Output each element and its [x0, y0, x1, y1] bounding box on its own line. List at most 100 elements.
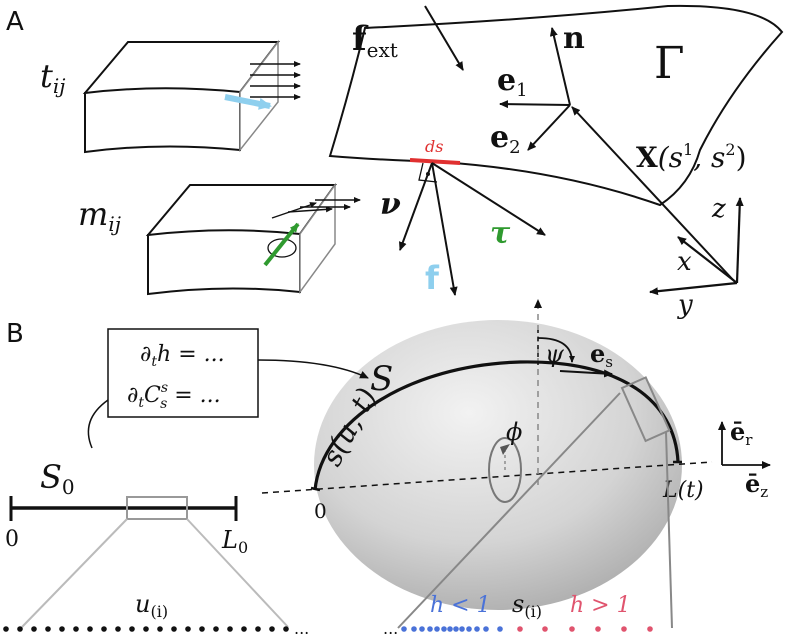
- deformed-point: [434, 626, 440, 632]
- moment-label: mij: [78, 195, 121, 236]
- material-point: [199, 626, 205, 632]
- material-point: [143, 626, 149, 632]
- deformed-point: [459, 626, 465, 632]
- es-arrow: [559, 369, 613, 378]
- phi-rotation: [488, 437, 522, 503]
- deformed-point: [483, 626, 489, 632]
- zoom-box-curve: [620, 376, 671, 443]
- nu-arrow: [399, 162, 433, 251]
- es-label: es: [590, 339, 613, 371]
- contour-end-tick-left: [310, 486, 321, 492]
- material-point: [59, 626, 65, 632]
- material-point: [115, 626, 121, 632]
- material-point: [17, 626, 23, 632]
- phi-arrow: [500, 444, 510, 455]
- tension-block: [82, 39, 301, 154]
- phi-label: ϕ: [506, 418, 522, 446]
- fext-arrow: [424, 5, 464, 71]
- zoom-box-reference: [126, 496, 188, 520]
- material-point: [269, 626, 275, 632]
- tau-arrow: [431, 162, 546, 236]
- deformed-point: [474, 626, 480, 632]
- panel-b-label: B: [6, 319, 24, 349]
- position-label: X(s1, s2): [636, 140, 747, 174]
- symmetry-axis-horizontal: [261, 461, 713, 494]
- deformed-point: [427, 626, 433, 632]
- zoom-line-reference-right: [186, 518, 289, 628]
- deformed-point: [542, 626, 548, 632]
- material-point: [185, 626, 191, 632]
- uniform-points: [3, 626, 289, 632]
- deformed-point: [453, 626, 459, 632]
- zero-right-label: 0: [314, 499, 327, 523]
- tension-label: tij: [40, 57, 65, 98]
- h-high-label: h > 1: [570, 593, 631, 618]
- deformed-point: [447, 626, 453, 632]
- curve-label: S: [370, 359, 393, 399]
- deformed-point: [497, 626, 503, 632]
- ez-label: ēz: [745, 469, 768, 501]
- cyl-frame: [718, 421, 771, 469]
- axis-y-label: y: [677, 290, 693, 320]
- material-point: [31, 626, 37, 632]
- nu-label: ν: [380, 187, 401, 222]
- normal-label: n: [563, 21, 585, 56]
- psi-angle-arc: [537, 337, 575, 363]
- deformed-point: [517, 626, 523, 632]
- f-arrow: [431, 162, 458, 296]
- material-point: [171, 626, 177, 632]
- material-point: [45, 626, 51, 632]
- material-point: [227, 626, 233, 632]
- local-frame: [499, 27, 571, 151]
- deformed-point: [441, 626, 447, 632]
- ds-element: [409, 158, 461, 165]
- f-label: f: [425, 259, 440, 297]
- ellipsoid: [314, 320, 682, 610]
- deformed-point: [647, 626, 653, 632]
- material-point: [255, 626, 261, 632]
- equation-to-curve-connector: [257, 359, 369, 379]
- zoom-line-left: [397, 392, 621, 629]
- material-point: [241, 626, 247, 632]
- e1-label: e1: [497, 63, 528, 101]
- axis-x-label: x: [677, 247, 692, 277]
- global-axes: [649, 197, 744, 296]
- e2-label: e2: [490, 120, 521, 158]
- er-label: ēr: [730, 417, 753, 449]
- deformed-point: [595, 626, 601, 632]
- tau-label: τ: [490, 216, 511, 251]
- zoom-line-right: [665, 431, 673, 629]
- equation-box: [107, 328, 259, 418]
- u-label: u(i): [135, 590, 168, 621]
- s-label: s(i): [512, 590, 542, 621]
- deformed-point: [569, 626, 575, 632]
- moment-block: [145, 182, 361, 296]
- material-point: [157, 626, 163, 632]
- material-point: [3, 626, 9, 632]
- equation-h: ∂th = ...: [140, 342, 225, 370]
- ds-label: ds: [425, 137, 443, 156]
- equation-to-s0-connector: [87, 399, 109, 449]
- deformed-point: [411, 626, 417, 632]
- deformed-point: [621, 626, 627, 632]
- axis-z-label: z: [711, 194, 726, 224]
- material-point: [213, 626, 219, 632]
- position-vector: [571, 106, 736, 283]
- ellipsis-deformed: ...: [383, 619, 398, 638]
- right-angle-mark: [418, 162, 438, 183]
- material-point: [283, 626, 289, 632]
- deformed-point: [466, 626, 472, 632]
- material-point: [73, 626, 79, 632]
- psi-label: ψ: [545, 340, 565, 368]
- fext-label: fext: [352, 19, 398, 62]
- panel-a-label: A: [6, 7, 24, 37]
- zero-left-label: 0: [5, 527, 19, 552]
- material-point: [87, 626, 93, 632]
- h-low-label: h < 1: [430, 593, 491, 618]
- material-point: [101, 626, 107, 632]
- deformed-points: [401, 626, 653, 632]
- s0-label: S0: [40, 458, 75, 499]
